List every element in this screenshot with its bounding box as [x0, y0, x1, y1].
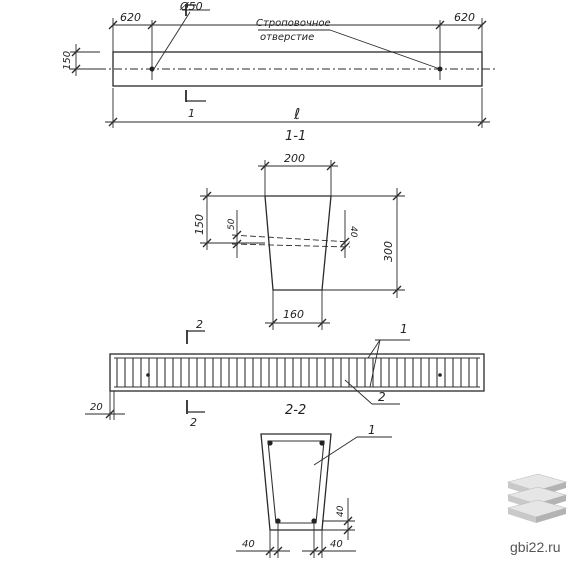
dim-left-620: 620 — [120, 11, 141, 24]
tick — [108, 20, 118, 30]
hole-dash-top — [231, 234, 351, 243]
tick — [343, 516, 353, 526]
tick — [268, 318, 278, 328]
tick — [71, 64, 81, 74]
hole-label-line1: Строповочное — [256, 18, 331, 29]
length-label: ℓ — [293, 105, 300, 123]
tick — [477, 117, 487, 127]
tick — [317, 546, 327, 556]
stacked-slabs-icon — [506, 473, 568, 523]
tick — [435, 20, 445, 30]
dim-height-300: 300 — [382, 241, 395, 262]
tick — [108, 117, 118, 127]
lifting-hole-left — [149, 66, 155, 72]
leader-1-a — [367, 339, 381, 359]
tick — [326, 161, 336, 171]
leader-line — [313, 436, 358, 466]
tick — [477, 20, 487, 30]
section-1-1: 1-1 200 150 50 40 300 — [193, 129, 405, 330]
tick — [265, 546, 275, 556]
tick — [340, 242, 350, 252]
tick — [309, 546, 319, 556]
tick — [260, 161, 270, 171]
reinforcement-view: 2 2 1 2 20 — [85, 318, 485, 429]
section-mark-2-top: 2 — [196, 318, 203, 331]
dim-bottom-160: 160 — [283, 308, 304, 321]
tick — [232, 230, 242, 240]
dim-cover-bottom-right-40: 40 — [330, 539, 343, 550]
tick — [71, 47, 81, 57]
hole-label-line2: отверстие — [260, 32, 314, 43]
section-2-2: 2-2 1 40 40 40 — [236, 403, 392, 558]
leader-label-1: 1 — [368, 423, 376, 437]
leader-label-2: 2 — [378, 390, 386, 404]
tick — [232, 239, 242, 249]
dim-hole-40: 40 — [348, 226, 358, 238]
tick — [392, 191, 402, 201]
tick — [147, 20, 157, 30]
tick — [105, 409, 115, 419]
rebar-dot — [267, 440, 273, 446]
tick — [273, 546, 283, 556]
dim-right-620: 620 — [454, 11, 475, 24]
dim-hole-diameter: Ø50 — [179, 0, 203, 13]
dim-hole-50: 50 — [227, 218, 237, 230]
dim-cover-right-40: 40 — [336, 505, 346, 517]
hole-dash-bottom — [231, 243, 351, 248]
tick — [392, 285, 402, 295]
section-mark-1: 1 — [188, 107, 195, 120]
leader-1-b — [369, 339, 381, 388]
section-1-1-outline — [264, 195, 332, 291]
leader-2-line — [344, 379, 373, 405]
section-mark-2-bottom: 2 — [190, 416, 197, 429]
tick — [343, 525, 353, 535]
stirrups — [116, 358, 478, 387]
dim-left-150: 150 — [193, 214, 206, 235]
tick — [202, 191, 212, 201]
section-2-2-title: 2-2 — [285, 403, 306, 418]
lifting-hole-left — [146, 373, 150, 377]
tick — [202, 238, 212, 248]
dim-top-200: 200 — [284, 152, 305, 165]
hole-leader — [151, 11, 191, 73]
watermark: gbi22.ru — [506, 473, 568, 555]
reinforced-beam-outline — [109, 353, 485, 392]
lifting-hole-right — [438, 373, 442, 377]
tick — [317, 318, 327, 328]
stirrup-contour — [267, 440, 325, 524]
dim-cover-bottom-left-40: 40 — [242, 539, 255, 550]
section-1-1-title: 1-1 — [285, 129, 306, 144]
hole-label-leader — [329, 29, 441, 70]
dim-height-150: 150 — [62, 51, 73, 70]
rebar-dot — [319, 440, 325, 446]
tick — [340, 237, 350, 247]
dim-cover-20: 20 — [90, 402, 103, 413]
leader-label-1: 1 — [400, 322, 408, 336]
plan-view: 620 620 Ø50 1 Строповочное отверстие 150… — [62, 0, 496, 128]
watermark-site: gbi22.ru — [510, 539, 561, 555]
